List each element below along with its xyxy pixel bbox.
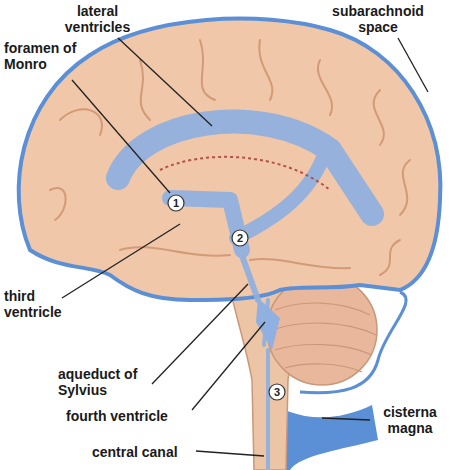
part-label: aqueduct of Sylvius	[58, 366, 158, 398]
cerebellum	[267, 275, 377, 385]
cerebellum-folia	[272, 303, 376, 372]
part-label: foramen of Monro	[4, 40, 96, 72]
part-label: third ventricle	[4, 288, 84, 320]
callout-number: 2	[231, 229, 249, 247]
part-label: lateral ventricles	[50, 3, 145, 35]
choroid-plexus	[160, 157, 330, 190]
callout-number: 1	[167, 194, 185, 212]
leader-lines	[62, 38, 428, 456]
cerebrum	[19, 19, 441, 300]
subarachnoid-outline	[300, 292, 406, 393]
callout-circle: 2	[231, 229, 249, 247]
callout-number: 3	[268, 383, 286, 401]
part-label: fourth ventricle	[66, 408, 196, 424]
callout-circle: 3	[268, 383, 286, 401]
part-label: central canal	[92, 444, 202, 460]
part-label: subarachnoid space	[318, 3, 438, 35]
gyri	[50, 40, 410, 275]
fourth-ventricle-shape	[256, 298, 280, 350]
part-label: cisterna magna	[374, 404, 446, 436]
callout-circle: 1	[167, 194, 185, 212]
